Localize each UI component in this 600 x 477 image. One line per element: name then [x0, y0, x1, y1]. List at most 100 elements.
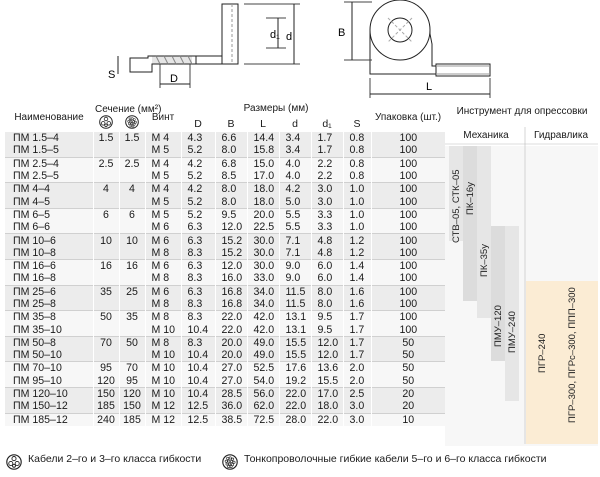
- cell-sec23: [92, 221, 119, 234]
- cell-screw: М 8: [144, 310, 182, 324]
- strand-icon-23: [93, 115, 119, 132]
- cell-D: 8.3: [180, 335, 216, 350]
- cell-d: 13.1: [278, 323, 312, 337]
- cell-d1: 22.0: [310, 412, 344, 426]
- cell-d1: 3.0: [310, 195, 344, 209]
- cell-sec56: 95: [118, 374, 146, 388]
- hydraulics-block: [526, 281, 598, 444]
- cell-sec23: [92, 246, 119, 260]
- cell-pack: 20: [370, 386, 446, 401]
- cell-D: 6.3: [180, 233, 216, 247]
- cell-screw: М 5: [144, 169, 182, 183]
- cell-B: 20.0: [214, 335, 248, 350]
- cell-pack: 100: [370, 246, 446, 260]
- cell-d: 3.4: [278, 144, 312, 158]
- cell-B: 15.2: [214, 246, 248, 260]
- cell-screw: М 6: [144, 233, 182, 247]
- cell-B: 38.5: [214, 412, 248, 426]
- cell-S: 1.4: [342, 258, 372, 273]
- cell-D: 10.4: [180, 374, 216, 388]
- cell-screw: М 8: [144, 297, 182, 311]
- cell-d: 7.1: [278, 233, 312, 247]
- cell-d1: 6.0: [310, 258, 344, 273]
- cell-sec56: 50: [118, 335, 146, 350]
- cell-D: 4.2: [180, 156, 216, 170]
- cell-name: ПМ 95–10: [5, 374, 93, 388]
- dim-label-d1: d₁: [270, 29, 280, 41]
- legend-text-23: Кабели 2–го и 3–го класса гибкости: [28, 453, 202, 465]
- col-header-name: Наименование: [14, 111, 84, 123]
- cell-sec56: 150: [118, 400, 146, 414]
- cell-d: 13.1: [278, 310, 312, 324]
- cell-S: 1.6: [342, 297, 372, 311]
- cell-D: 10.4: [180, 323, 216, 337]
- cell-pack: 50: [370, 374, 446, 388]
- cell-S: 1.0: [342, 221, 372, 234]
- cell-pack: 100: [370, 195, 446, 209]
- cell-sec23: [92, 195, 119, 209]
- spec-table: Наименование Сечение (мм²) Винт Размеры …: [5, 103, 446, 426]
- cell-L: 17.0: [246, 169, 280, 183]
- cell-D: 4.2: [180, 182, 216, 196]
- col-header-L: L: [260, 117, 266, 130]
- cell-D: 12.5: [180, 400, 216, 414]
- cell-screw: М 8: [144, 246, 182, 260]
- cell-pack: 50: [370, 349, 446, 362]
- cell-D: 5.2: [180, 195, 216, 209]
- cell-L: 49.0: [246, 335, 280, 350]
- cell-screw: М 5: [144, 207, 182, 222]
- cell-d1: 8.0: [310, 284, 344, 298]
- cell-pack: 50: [370, 361, 446, 375]
- cell-sec56: [118, 169, 146, 183]
- cell-d: 22.0: [278, 386, 312, 401]
- cell-sec23: 16: [92, 258, 119, 273]
- cell-screw: М 4: [144, 156, 182, 170]
- cell-L: 30.0: [246, 258, 280, 273]
- cell-sec23: 6: [92, 207, 119, 222]
- cell-d1: 18.0: [310, 400, 344, 414]
- cell-d1: 3.3: [310, 221, 344, 234]
- legend-text-56: Тонкопроволочные гибкие кабели 5–го и 6–…: [244, 453, 547, 465]
- cell-B: 12.0: [214, 221, 248, 234]
- cell-d1: 2.2: [310, 169, 344, 183]
- cell-screw: М 10: [144, 374, 182, 388]
- cell-B: 8.0: [214, 182, 248, 196]
- cell-d: 11.5: [278, 284, 312, 298]
- cell-sec23: 10: [92, 233, 119, 247]
- cell-D: 6.3: [180, 284, 216, 298]
- cell-L: 22.5: [246, 221, 280, 234]
- cell-L: 52.5: [246, 361, 280, 375]
- cell-B: 6.6: [214, 132, 248, 145]
- cell-name: ПМ 50–8: [5, 335, 93, 350]
- cell-name: ПМ 16–8: [5, 272, 93, 286]
- cell-sec23: 95: [92, 361, 119, 375]
- cell-B: 22.0: [214, 310, 248, 324]
- cell-pack: 100: [370, 156, 446, 170]
- cell-sec56: 1.5: [118, 132, 146, 145]
- cell-S: 3.0: [342, 400, 372, 414]
- cell-d1: 9.5: [310, 310, 344, 324]
- cell-S: 1.4: [342, 272, 372, 286]
- cell-L: 34.0: [246, 297, 280, 311]
- tool-label-pgr240: ПГР–240: [537, 334, 548, 373]
- tool-bar-pk35: [477, 146, 491, 318]
- cell-sec56: [118, 297, 146, 311]
- cell-L: 42.0: [246, 323, 280, 337]
- cell-name: ПМ 4–4: [5, 182, 93, 196]
- cell-screw: М 5: [144, 195, 182, 209]
- cell-d1: 13.6: [310, 361, 344, 375]
- strand-icon-56: [119, 115, 145, 132]
- cell-d1: 4.8: [310, 233, 344, 247]
- cell-B: 20.0: [214, 349, 248, 362]
- cell-screw: М 8: [144, 272, 182, 286]
- cell-S: 0.8: [342, 156, 372, 170]
- tool-bar-pmu240: [505, 226, 519, 401]
- cell-screw: М 6: [144, 221, 182, 234]
- cell-name: ПМ 10–6: [5, 233, 93, 247]
